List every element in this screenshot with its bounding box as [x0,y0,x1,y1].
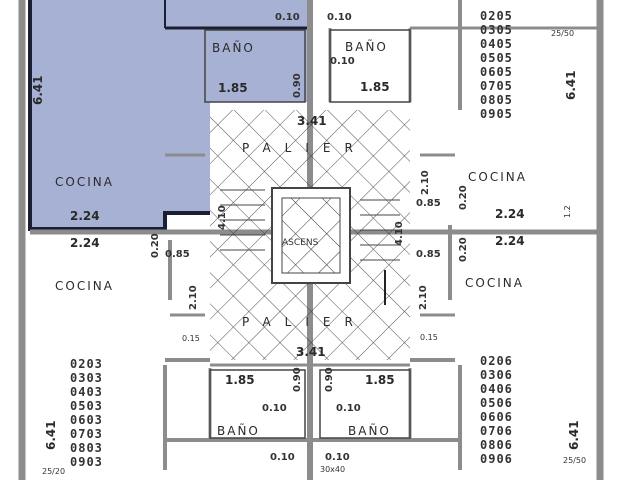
dim-020-c: 0.20 [458,237,469,262]
dim-2520-a: 25/20 [42,467,65,476]
unit-list-bottom-left: 0203 0303 0403 0503 0603 0703 0803 0903 [70,357,103,469]
dim-010-e: 0.10 [336,403,361,414]
dim-210-a: 2.10 [420,170,431,195]
unit-code: 0406 [480,382,513,396]
unit-code: 0603 [70,413,103,427]
dim-224-a: 2.24 [70,209,100,223]
dim-185-c: 1.85 [225,373,255,387]
dim-090-c: 0.90 [324,367,335,392]
dim-085-a: 0.85 [165,249,190,260]
unit-code: 0905 [480,107,513,121]
dim-641-c: 6.41 [44,420,58,450]
dim-020-a: 0.20 [150,233,161,258]
unit-list-top-right: 0205 0305 0405 0505 0605 0705 0805 0905 [480,9,513,121]
room-label-bano-3: BAÑO [217,423,260,438]
walls [18,0,604,480]
dim-341-top: 3.41 [297,114,327,128]
dim-341-bottom: 3.41 [296,345,326,359]
palier-hallway [210,110,410,360]
unit-code: 0506 [480,396,513,410]
dim-185-a: 1.85 [218,81,248,95]
unit-code: 0305 [480,23,513,37]
room-label-bano-2: BAÑO [345,39,388,54]
unit-code: 0303 [70,371,103,385]
unit-code: 0903 [70,455,103,469]
dim-2550-b: 25/50 [563,456,586,465]
unit-code: 0806 [480,438,513,452]
unit-code: 0606 [480,410,513,424]
unit-code: 0705 [480,79,513,93]
dim-085-c: 0.85 [416,249,441,260]
dim-090-a: 0.90 [292,73,303,98]
unit-list-bottom-right: 0206 0306 0406 0506 0606 0706 0806 0906 [480,354,513,466]
unit-code: 0706 [480,424,513,438]
unit-code: 0703 [70,427,103,441]
dim-010-c: 0.10 [330,56,355,67]
dim-210-b: 2.10 [188,285,199,310]
room-label-bano-4: BAÑO [348,423,391,438]
room-label-palier-top: PALIER [242,141,367,155]
unit-code: 0405 [480,37,513,51]
dim-410-b: 4.10 [394,221,405,246]
elevator-cabin [281,197,341,274]
room-label-cocina-mid-right: COCINA [465,276,524,290]
unit-code: 0203 [70,357,103,371]
dim-185-b: 1.85 [360,80,390,94]
unit-code: 0503 [70,399,103,413]
dim-224-c: 2.24 [70,236,100,250]
dim-641-b: 6.41 [564,70,578,100]
highlighted-unit [28,0,310,231]
dim-020-b: 0.20 [458,185,469,210]
dim-12: 1.2 [563,205,572,218]
dim-010-f: 0.10 [270,452,295,463]
room-label-cocina-top-right: COCINA [468,170,527,184]
dim-010-b: 0.10 [327,12,352,23]
room-label-palier-bottom: PALIER [242,315,367,329]
room-label-ascensor: ASCENS [282,238,319,248]
room-label-bano-1: BAÑO [212,40,255,55]
dim-090-b: 0.90 [292,367,303,392]
dim-3040: 30x40 [320,465,345,474]
room-label-cocina-mid-left: COCINA [55,279,114,293]
dim-015-a: 0.15 [182,334,200,343]
dim-015-b: 0.15 [420,333,438,342]
dim-224-b: 2.24 [495,207,525,221]
dim-010-a: 0.10 [275,12,300,23]
unit-code: 0803 [70,441,103,455]
unit-code: 0805 [480,93,513,107]
unit-code: 0206 [480,354,513,368]
unit-code: 0605 [480,65,513,79]
dim-224-d: 2.24 [495,234,525,248]
dim-210-c: 2.10 [418,285,429,310]
dim-410-a: 4.10 [217,205,228,230]
highlighted-area-outline [28,0,210,231]
dim-085-b: 0.85 [416,198,441,209]
unit-code: 0403 [70,385,103,399]
unit-code: 0505 [480,51,513,65]
unit-code: 0205 [480,9,513,23]
dim-641-a: 6.41 [31,75,45,105]
unit-code: 0906 [480,452,513,466]
room-label-cocina-top-left: COCINA [55,175,114,189]
unit-code: 0306 [480,368,513,382]
bathroom-outlines [204,29,411,439]
dim-641-d: 6.41 [567,420,581,450]
dim-010-g: 0.10 [325,452,350,463]
highlighted-area [30,0,310,229]
dim-2550-a: 25/50 [551,29,574,38]
dim-010-d: 0.10 [262,403,287,414]
dim-185-d: 1.85 [365,373,395,387]
